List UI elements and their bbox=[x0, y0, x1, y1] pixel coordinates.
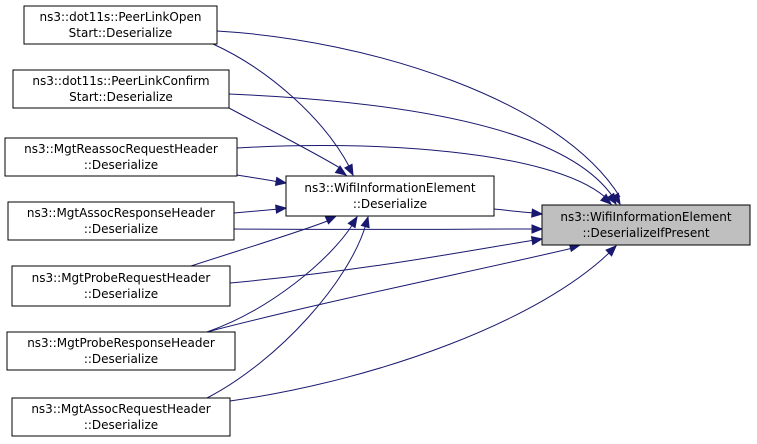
node-mgt-reassoc-request-line-1: ns3::MgtReassocRequestHeader bbox=[24, 142, 218, 156]
edge-mgt-assoc-request-to-wifi-ie-deserialize bbox=[206, 215, 370, 399]
arrowhead-icon bbox=[347, 215, 358, 229]
edge-mgt-assoc-response-to-wifi-ie-deserialize bbox=[233, 204, 288, 214]
node-mgt-probe-request[interactable]: ns3::MgtProbeRequestHeader ::Deserialize bbox=[11, 265, 231, 307]
node-peer-link-confirm-line-2: Start::Deserialize bbox=[69, 90, 173, 104]
edges-layer bbox=[190, 30, 621, 402]
edge-peer-link-confirm-to-wifi-ie-deserialize bbox=[228, 107, 348, 176]
edge-mgt-reassoc-request-to-wifi-ie-deserialize-if-present bbox=[236, 145, 613, 205]
node-mgt-probe-request-line-2: ::Deserialize bbox=[84, 287, 158, 301]
node-peer-link-confirm-line-1: ns3::dot11s::PeerLinkConfirm bbox=[32, 74, 209, 88]
node-mgt-assoc-request-line-1: ns3::MgtAssocRequestHeader bbox=[31, 402, 210, 416]
edge-line bbox=[206, 223, 354, 333]
edge-line bbox=[229, 251, 611, 402]
edge-line bbox=[236, 145, 606, 198]
edge-mgt-probe-request-to-wifi-ie-deserialize-if-present bbox=[229, 235, 544, 284]
arrowhead-icon bbox=[531, 208, 544, 218]
arrowhead-icon bbox=[599, 193, 613, 205]
edge-line bbox=[216, 30, 621, 198]
nodes-layer: ns3::dot11s::PeerLinkOpen Start::Deseria… bbox=[4, 5, 751, 437]
edge-line bbox=[493, 208, 536, 214]
node-wifi-ie-deserialize-if-present-line-1: ns3::WifiInformationElement bbox=[560, 210, 732, 224]
node-mgt-reassoc-request-line-2: ::Deserialize bbox=[84, 158, 158, 172]
node-mgt-assoc-request[interactable]: ns3::MgtAssocRequestHeader ::Deserialize bbox=[11, 397, 231, 437]
node-peer-link-open[interactable]: ns3::dot11s::PeerLinkOpen Start::Deseria… bbox=[23, 5, 218, 45]
edge-line bbox=[228, 93, 614, 198]
arrowhead-icon bbox=[605, 245, 617, 257]
edge-line bbox=[233, 208, 280, 214]
node-mgt-probe-request-line-1: ns3::MgtProbeRequestHeader bbox=[32, 271, 211, 285]
arrowhead-icon bbox=[275, 204, 288, 214]
arrowhead-icon bbox=[334, 165, 348, 176]
edge-line bbox=[190, 219, 331, 267]
arrowhead-icon bbox=[531, 224, 544, 234]
edge-line bbox=[206, 247, 574, 333]
arrowhead-icon bbox=[606, 192, 617, 206]
arrowhead-icon bbox=[344, 163, 354, 177]
edge-mgt-probe-request-to-wifi-ie-deserialize bbox=[190, 215, 338, 267]
arrowhead-icon bbox=[360, 215, 370, 229]
node-mgt-probe-response[interactable]: ns3::MgtProbeResponseHeader ::Deserializ… bbox=[6, 331, 236, 371]
node-wifi-ie-deserialize-line-2: ::Deserialize bbox=[353, 197, 427, 211]
node-mgt-assoc-response-line-2: ::Deserialize bbox=[84, 222, 158, 236]
edge-mgt-assoc-response-to-wifi-ie-deserialize-if-present bbox=[233, 224, 544, 234]
node-peer-link-open-line-2: Start::Deserialize bbox=[69, 26, 173, 40]
node-mgt-reassoc-request[interactable]: ns3::MgtReassocRequestHeader ::Deseriali… bbox=[4, 137, 238, 177]
edge-line bbox=[229, 239, 536, 284]
node-mgt-assoc-request-line-2: ::Deserialize bbox=[84, 418, 158, 432]
node-wifi-ie-deserialize-if-present[interactable]: ns3::WifiInformationElement ::Deserializ… bbox=[541, 204, 751, 246]
arrowhead-icon bbox=[530, 235, 544, 246]
node-wifi-ie-deserialize[interactable]: ns3::WifiInformationElement ::Deserializ… bbox=[285, 175, 495, 217]
edge-wifi-ie-deserialize-to-wifi-ie-deserialize-if-present bbox=[493, 208, 544, 218]
node-peer-link-open-line-1: ns3::dot11s::PeerLinkOpen bbox=[40, 10, 202, 24]
node-mgt-probe-response-line-2: ::Deserialize bbox=[84, 352, 158, 366]
node-wifi-ie-deserialize-if-present-line-2: ::DeserializeIfPresent bbox=[582, 226, 709, 240]
edge-mgt-reassoc-request-to-wifi-ie-deserialize bbox=[236, 174, 288, 186]
edge-peer-link-confirm-to-wifi-ie-deserialize-if-present bbox=[228, 93, 617, 206]
node-mgt-probe-response-line-1: ns3::MgtProbeResponseHeader bbox=[27, 336, 215, 350]
edge-mgt-probe-response-to-wifi-ie-deserialize bbox=[206, 215, 358, 333]
node-wifi-ie-deserialize-line-1: ns3::WifiInformationElement bbox=[304, 181, 476, 195]
node-peer-link-confirm[interactable]: ns3::dot11s::PeerLinkConfirm Start::Dese… bbox=[12, 69, 230, 109]
node-mgt-assoc-response[interactable]: ns3::MgtAssocResponseHeader ::Deserializ… bbox=[7, 201, 235, 241]
edge-line bbox=[206, 223, 367, 399]
edge-line bbox=[236, 174, 280, 183]
arrowhead-icon bbox=[274, 176, 288, 186]
edge-mgt-probe-response-to-wifi-ie-deserialize-if-present bbox=[206, 242, 582, 333]
node-mgt-assoc-response-line-1: ns3::MgtAssocResponseHeader bbox=[27, 206, 215, 220]
arrowhead-icon bbox=[324, 215, 338, 225]
edge-mgt-assoc-request-to-wifi-ie-deserialize-if-present bbox=[229, 245, 617, 402]
edge-line bbox=[228, 107, 341, 169]
